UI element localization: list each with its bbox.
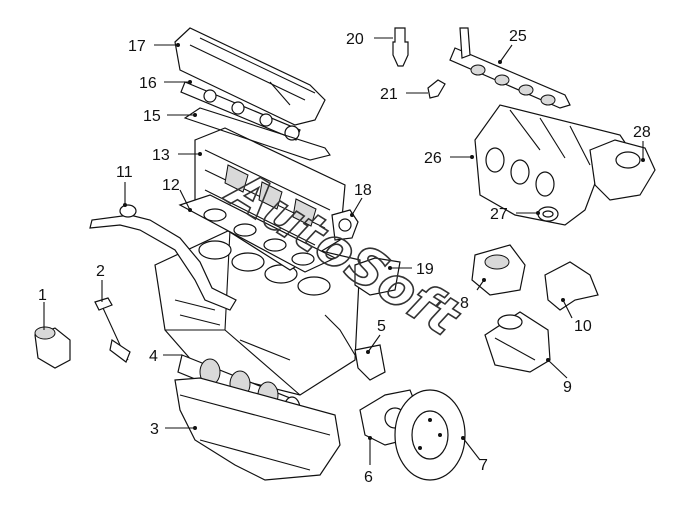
callout-8-label: 8 xyxy=(460,295,469,312)
callout-9-label: 9 xyxy=(563,379,572,396)
callout-10-label: 10 xyxy=(574,318,592,335)
callout-13: 13 xyxy=(152,147,202,164)
dipstick xyxy=(94,297,131,363)
callout-25-label: 25 xyxy=(509,28,527,45)
callout-3-label: 3 xyxy=(150,421,159,438)
gasket-ring xyxy=(537,206,559,222)
callout-19-label: 19 xyxy=(416,261,434,278)
callout-28: 28 xyxy=(633,124,651,162)
oil-pan xyxy=(174,377,341,481)
callout-4-label: 4 xyxy=(149,348,158,365)
callout-17: 17 xyxy=(128,38,180,55)
callout-11-label: 11 xyxy=(116,164,133,181)
callout-26: 26 xyxy=(424,150,474,167)
callout-5-label: 5 xyxy=(377,318,386,335)
callout-16: 16 xyxy=(139,75,192,92)
callout-20: 20 xyxy=(346,31,393,48)
head-gasket xyxy=(178,194,337,273)
callout-16-label: 16 xyxy=(139,75,157,92)
callout-15-label: 15 xyxy=(143,108,161,125)
callout-12-label: 12 xyxy=(162,177,180,194)
callouts: 1 2 3 4 5 6 7 xyxy=(38,28,651,486)
callout-6: 6 xyxy=(364,436,373,486)
cylinder-head xyxy=(194,127,346,271)
valve-cover-gasket xyxy=(183,107,331,161)
callout-21-label: 21 xyxy=(380,86,398,103)
callout-2: 2 xyxy=(96,263,105,302)
coolant-hose xyxy=(89,204,237,311)
callout-27: 27 xyxy=(490,206,540,223)
callout-5: 5 xyxy=(366,318,386,354)
callout-2-label: 2 xyxy=(96,263,105,280)
callout-13-label: 13 xyxy=(152,147,170,164)
thermostat xyxy=(331,209,359,241)
pipe-bracket xyxy=(324,314,386,381)
fuel-rail xyxy=(449,27,571,109)
callout-8: 8 xyxy=(460,278,486,312)
oil-filter xyxy=(34,326,71,369)
callout-28-label: 28 xyxy=(633,124,651,141)
flywheel xyxy=(394,389,466,481)
callout-3: 3 xyxy=(150,421,197,438)
engine-mount xyxy=(471,244,526,296)
valve-cover xyxy=(174,27,326,126)
callout-25: 25 xyxy=(498,28,527,64)
callout-20-label: 20 xyxy=(346,31,364,48)
callout-27-label: 27 xyxy=(490,206,508,223)
callout-4: 4 xyxy=(149,348,182,365)
callout-7-label: 7 xyxy=(479,457,488,474)
mount-bracket xyxy=(544,261,599,311)
callout-18: 18 xyxy=(350,182,372,217)
camshaft xyxy=(180,81,301,141)
callout-12: 12 xyxy=(162,177,192,212)
injector xyxy=(427,79,446,99)
callout-9: 9 xyxy=(546,358,572,396)
callout-1: 1 xyxy=(38,287,47,330)
callout-18-label: 18 xyxy=(354,182,372,199)
throttle-body xyxy=(589,139,656,201)
starter-motor xyxy=(484,311,551,373)
callout-7: 7 xyxy=(461,436,488,474)
callout-17-label: 17 xyxy=(128,38,146,55)
callout-21: 21 xyxy=(380,86,428,103)
callout-15: 15 xyxy=(143,108,197,125)
callout-11: 11 xyxy=(116,164,133,207)
callout-6-label: 6 xyxy=(364,469,373,486)
callout-10: 10 xyxy=(561,298,592,335)
callout-26-label: 26 xyxy=(424,150,442,167)
spark-plug xyxy=(392,27,409,67)
callout-1-label: 1 xyxy=(38,287,47,304)
intake-manifold xyxy=(474,104,631,226)
callout-19: 19 xyxy=(388,261,434,278)
